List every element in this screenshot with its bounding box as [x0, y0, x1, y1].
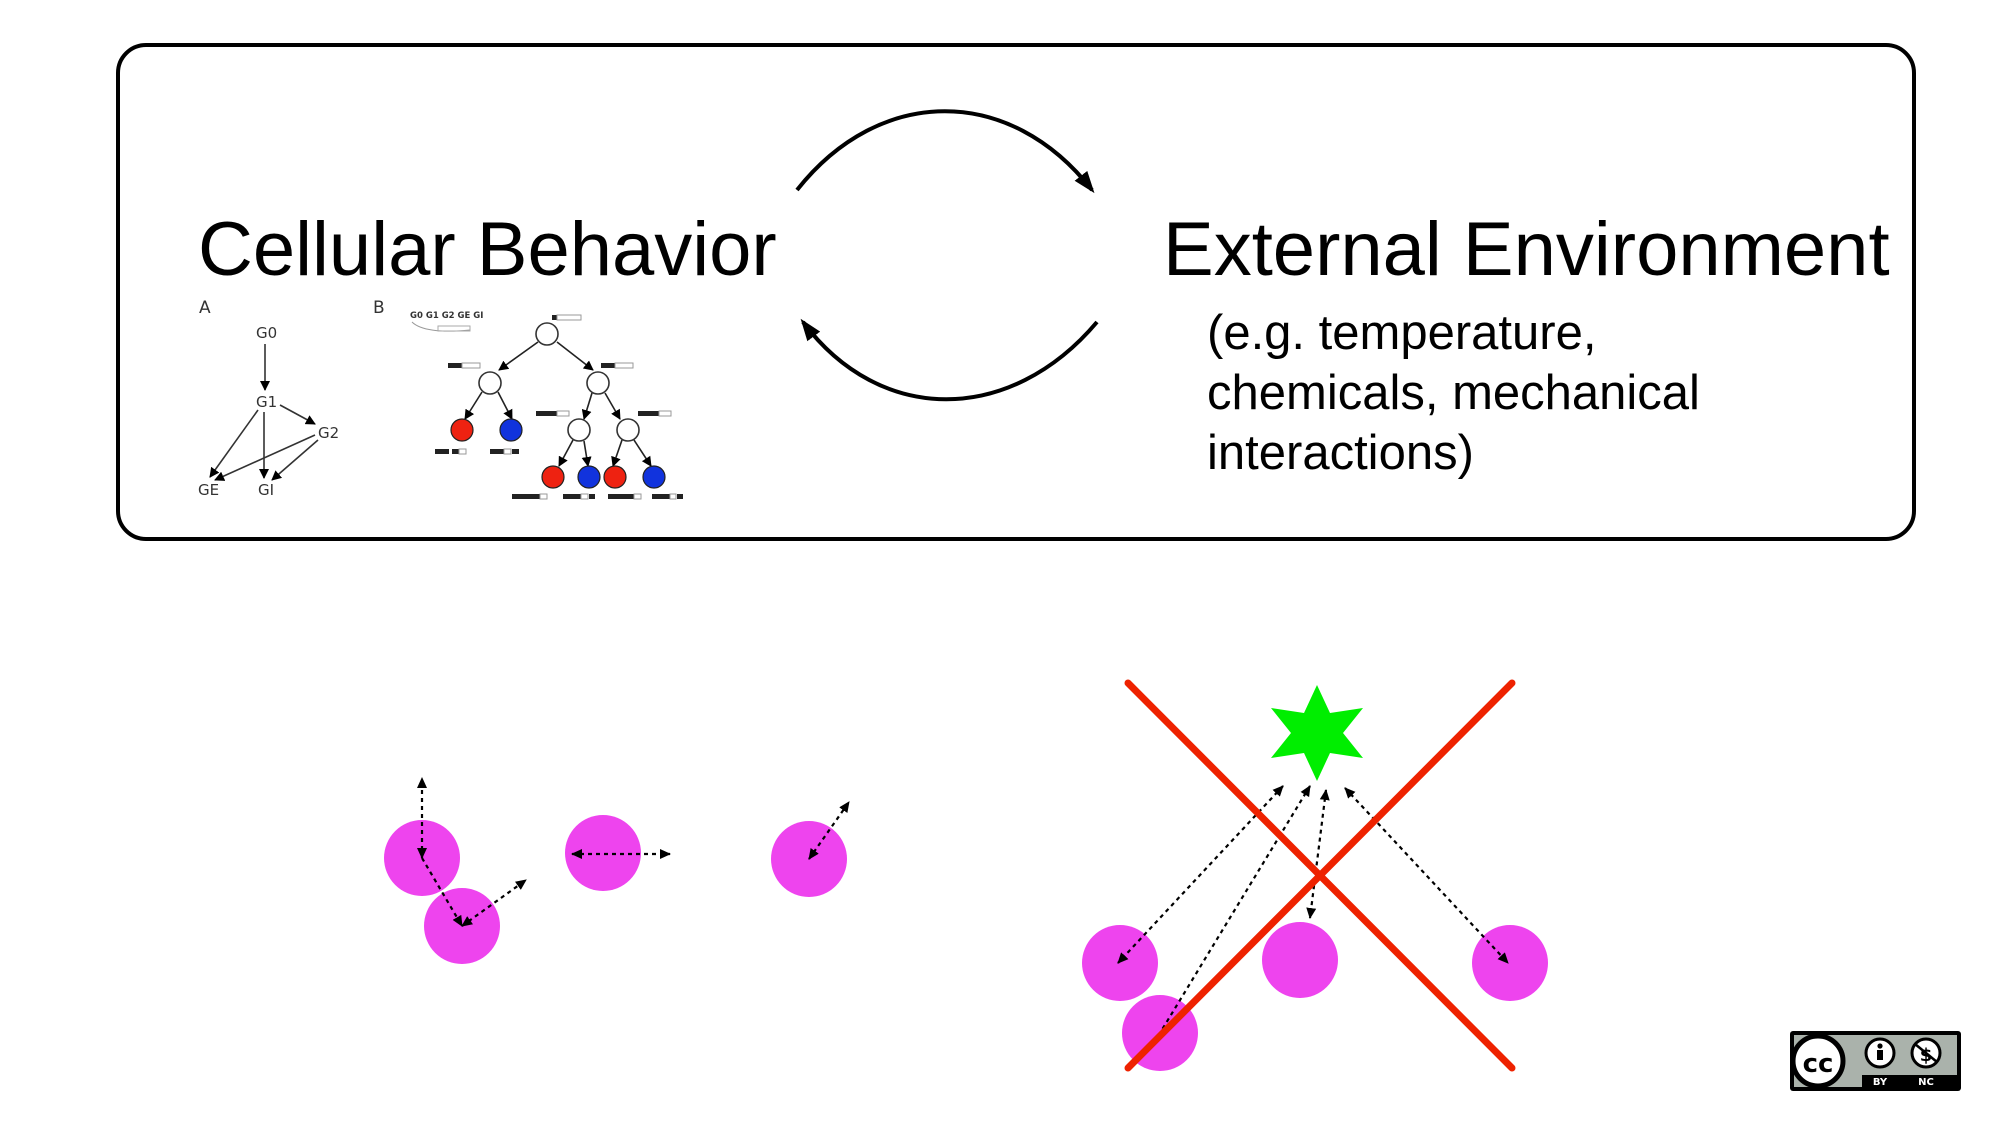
inset-a-label: A: [199, 298, 211, 318]
tree-node: [586, 371, 610, 395]
edge-g2-gi: [271, 439, 319, 481]
cycle-arrow-bottom: [800, 318, 1099, 402]
cc-text: cc: [1803, 1049, 1834, 1079]
edge-g2-ge: [214, 434, 316, 481]
directed-motion-cells: [1082, 679, 1548, 1072]
environment-example-line: (e.g. temperature,: [1207, 306, 1597, 360]
cc-icon: [1790, 1033, 1846, 1089]
cc-license-badge: cc $ BY NC: [1790, 1031, 1961, 1091]
cross-out-mark: [1124, 679, 1516, 1072]
node-label-g0: G0: [256, 324, 277, 342]
edge-g1-ge: [209, 409, 259, 478]
cycle-arrow-top: [795, 109, 1095, 194]
stimulus-star-icon: [1271, 685, 1363, 781]
tree-node: [535, 322, 559, 346]
node-label-ge: GE: [198, 481, 219, 499]
node-label-g2: G2: [318, 424, 339, 442]
inset-b-tree: B G0 G1 G2 GE GI: [373, 298, 683, 500]
inset-a-graph: A G0 G1 G2 GE GI: [198, 298, 339, 499]
by-label: BY: [1873, 1077, 1888, 1088]
cell: [1262, 922, 1338, 998]
external-environment-title: External Environment: [1163, 207, 1890, 292]
environment-example-line: interactions): [1207, 426, 1474, 480]
tree-node: [616, 418, 640, 442]
environment-example-line: chemicals, mechanical: [1207, 366, 1700, 420]
tree-node-red: [541, 465, 565, 489]
tree-node-red: [450, 418, 474, 442]
tree-node-blue: [642, 465, 666, 489]
inset-b-header: G0 G1 G2 GE GI: [410, 311, 483, 321]
cellular-behavior-title: Cellular Behavior: [198, 207, 777, 292]
top-panel-frame: [116, 43, 1916, 541]
tree-node-blue: [499, 418, 523, 442]
tree-node-red: [603, 465, 627, 489]
cell: [1082, 925, 1158, 1001]
node-label-g1: G1: [256, 393, 277, 411]
edge-g1-g2: [279, 404, 316, 425]
state-bars: [435, 314, 683, 500]
inset-b-label: B: [373, 298, 385, 318]
node-label-gi: GI: [258, 481, 274, 499]
tree-node: [567, 418, 591, 442]
random-motion-cells: [384, 777, 850, 964]
nc-label: NC: [1918, 1077, 1934, 1088]
environment-examples: (e.g. temperature, chemicals, mechanical…: [1207, 303, 1700, 483]
tree-node-blue: [577, 465, 601, 489]
tree-node: [478, 371, 502, 395]
